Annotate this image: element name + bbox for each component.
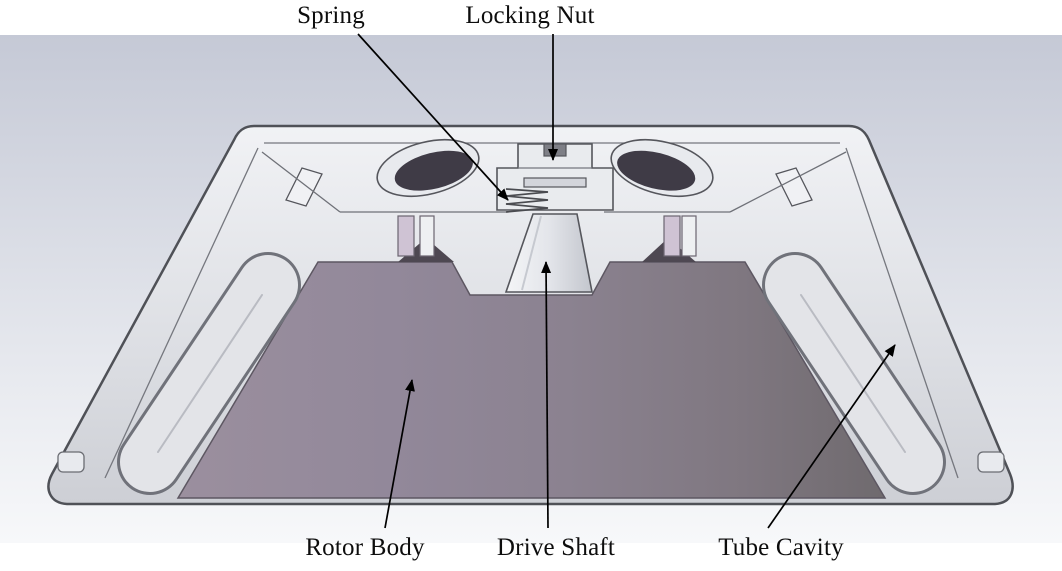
locking-nut-label: Locking Nut — [465, 2, 595, 29]
arrow-spring — [357, 33, 509, 201]
tube-opening-left — [376, 139, 480, 197]
tube-cavity-right — [762, 252, 946, 495]
annotation-arrows — [357, 33, 896, 529]
arrow-drive-shaft — [541, 261, 552, 529]
tube-cavity-left — [117, 252, 301, 495]
spring-shape — [505, 188, 549, 213]
tube-cavity-label: Tube Cavity — [718, 534, 844, 561]
spring-label: Spring — [297, 2, 365, 29]
rotor-body-label: Rotor Body — [305, 534, 425, 561]
tube-opening-right — [610, 139, 714, 197]
drive-shaft-label: Drive Shaft — [496, 534, 616, 561]
locking-nut-slot — [543, 143, 567, 157]
washer-shape — [523, 177, 587, 188]
rotor-body-section — [176, 261, 887, 499]
arrow-rotor-body — [384, 379, 415, 529]
arrow-tube-cavity — [767, 344, 896, 529]
deck-inserts — [397, 215, 697, 257]
